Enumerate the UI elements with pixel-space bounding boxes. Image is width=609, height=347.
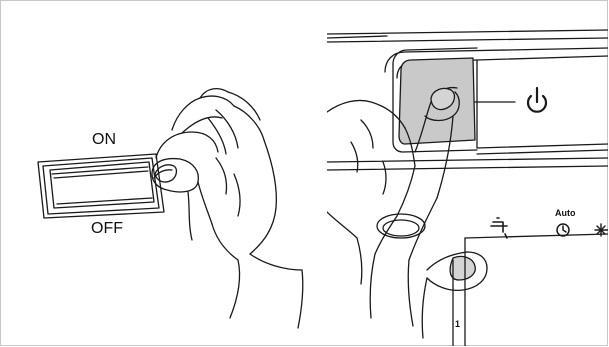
control-bar	[327, 47, 608, 171]
power-button-panel: Auto 1	[327, 2, 608, 346]
tap-icon	[490, 217, 508, 239]
auto-mode-label: Auto	[555, 208, 576, 218]
switch-on-label: ON	[92, 131, 116, 148]
rocker-switch	[37, 153, 165, 219]
clock-icon	[556, 223, 570, 237]
oval-button	[376, 213, 426, 239]
power-icon	[526, 86, 548, 113]
switch-off-label: OFF	[91, 220, 123, 237]
rocker-switch-panel: ON OFF	[2, 2, 327, 346]
rocker-switch-drawing	[37, 87, 304, 329]
lower-panel	[452, 233, 608, 346]
panel-number-label: 1	[455, 319, 461, 329]
pressing-hand-drawing	[327, 86, 488, 339]
power-button-drawing	[327, 29, 608, 346]
hand-drawing	[151, 87, 304, 329]
snowflake-icon	[594, 223, 608, 237]
